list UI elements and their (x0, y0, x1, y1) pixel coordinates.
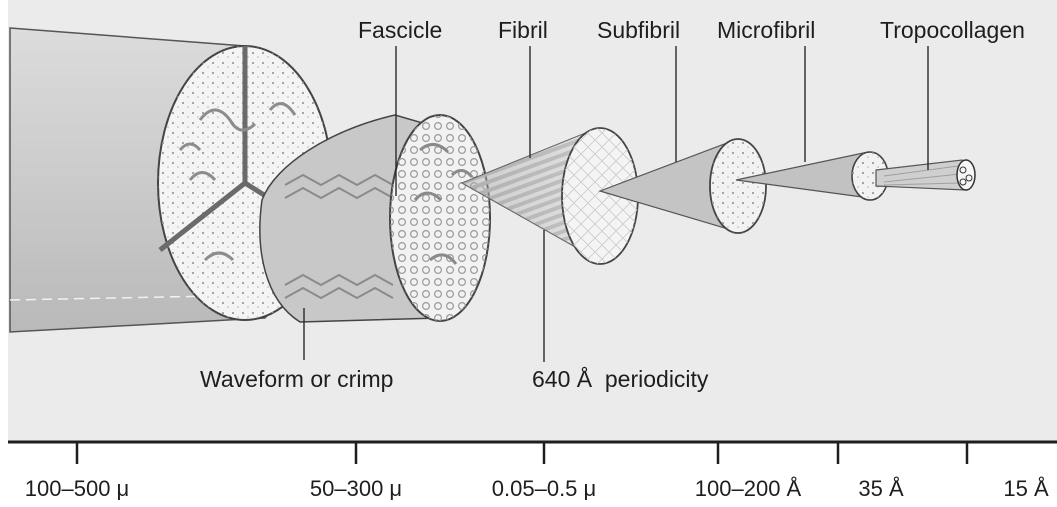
label-subfibril: Subfibril (597, 17, 680, 43)
scale-label: 15 Å (1003, 476, 1049, 501)
scale-label: 35 Å (858, 476, 904, 501)
label-fibril: Fibril (498, 17, 548, 43)
label-fascicle: Fascicle (358, 17, 442, 43)
label-tropocollagen: Tropocollagen (880, 17, 1025, 43)
label-waveform: Waveform or crimp (200, 366, 393, 392)
scale-label: 100–500 μ (25, 476, 129, 501)
scale-label: 0.05–0.5 μ (492, 476, 596, 501)
scale-label: 100–200 Å (695, 476, 802, 501)
label-microfibril: Microfibril (717, 17, 815, 43)
label-periodicity: 640 Å periodicity (532, 365, 709, 392)
scale-bar: 100–500 μ 50–300 μ 0.05–0.5 μ 100–200 Å … (8, 442, 1057, 501)
scale-label: 50–300 μ (310, 476, 402, 501)
